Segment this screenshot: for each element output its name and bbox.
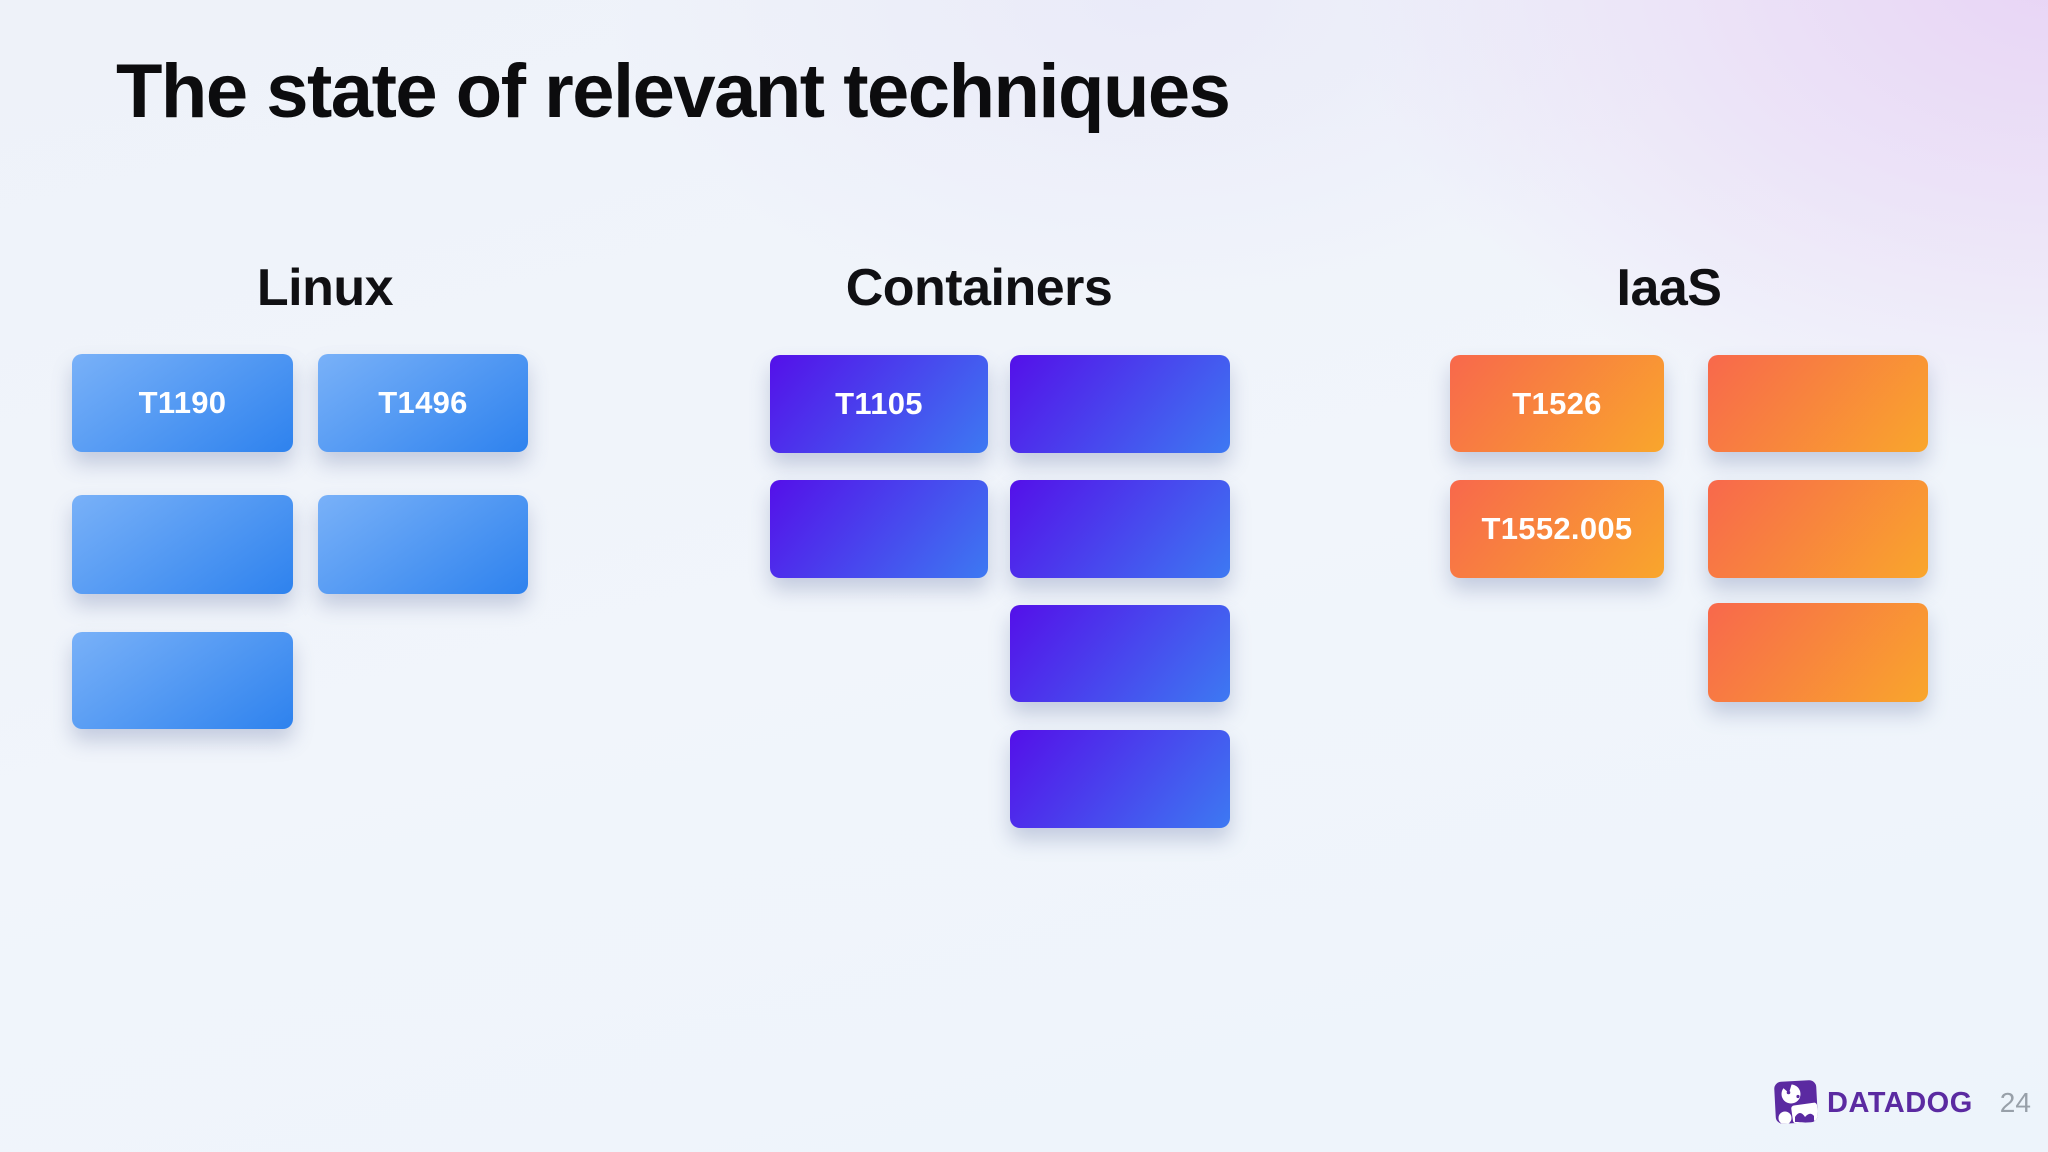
technique-box-iaas-4: [1708, 480, 1928, 578]
section-heading-linux: Linux: [256, 259, 394, 317]
page-number: 24: [1999, 1087, 2031, 1118]
technique-box-linux-3: [72, 495, 293, 594]
technique-box-containers-2: [1010, 355, 1230, 453]
datadog-logo-icon: [1774, 1080, 1819, 1125]
technique-box-containers-4: [1010, 480, 1230, 578]
footer: DATADOG 24: [1772, 1074, 2031, 1132]
technique-box-linux-5: [72, 632, 293, 729]
section-heading-iaas: IaaS: [1616, 259, 1722, 317]
technique-box-containers-3: [770, 480, 988, 578]
technique-box-containers-5: [1010, 605, 1230, 702]
technique-box-linux-1: T1190: [72, 354, 293, 452]
datadog-wordmark: DATADOG: [1827, 1086, 1973, 1119]
page-title: The state of relevant techniques: [116, 49, 1231, 134]
technique-box-containers-1: T1105: [770, 355, 988, 453]
technique-box-iaas-3: T1552.005: [1450, 480, 1664, 578]
technique-box-iaas-5: [1708, 603, 1928, 702]
technique-box-containers-6: [1010, 730, 1230, 828]
section-heading-containers: Containers: [845, 259, 1113, 317]
technique-box-linux-2: T1496: [318, 354, 528, 452]
technique-box-linux-4: [318, 495, 528, 594]
technique-box-iaas-2: [1708, 355, 1928, 452]
technique-box-iaas-1: T1526: [1450, 355, 1664, 452]
